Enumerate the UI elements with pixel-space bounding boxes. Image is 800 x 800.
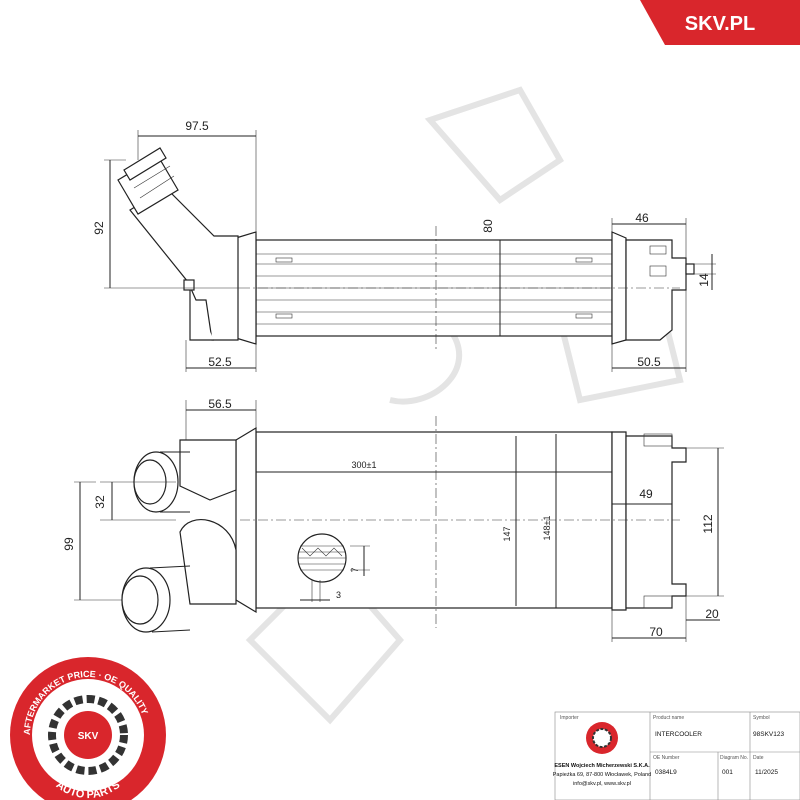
seal-center	[64, 711, 112, 759]
importer-label: Importer	[560, 715, 579, 721]
oe-number-label: OE Number	[653, 755, 680, 761]
dim-inlet-width: 97.5	[185, 119, 209, 133]
product-name-label: Product name	[653, 715, 684, 721]
dim-pin-height: 14	[697, 273, 711, 287]
front-view: 56.5 300±1 32 99 147 148±1 49 112 7 3 70	[62, 397, 724, 642]
dim-port-spacing: 99	[62, 537, 76, 551]
inlet-pipe	[129, 187, 239, 341]
title-block: Importer Product name Symbol INTERCOOLER…	[553, 711, 800, 800]
brand-logo-banner	[640, 0, 800, 45]
dim-mount-offset: 20	[705, 607, 719, 621]
dim-outlet-width: 46	[635, 211, 649, 225]
dim-right-offset: 50.5	[637, 355, 661, 369]
top-view: 97.5 92 80 46 14 52.5 50.5	[92, 119, 716, 372]
company-line3: info@skv.pl, www.skv.pl	[573, 781, 631, 787]
dim-left-offset: 52.5	[208, 355, 232, 369]
brand-logo-text: SKV.PL	[685, 13, 755, 35]
brand-logo: SKV.PL	[640, 0, 800, 45]
seal-center-text: SKV	[78, 731, 99, 742]
quality-seal: AFTERMARKET PRICE · OE QUALITY AUTO PART…	[10, 657, 166, 800]
dim-depth: 70	[649, 625, 663, 639]
dim-core-length: 300±1	[352, 460, 377, 470]
date-value: 11/2025	[755, 769, 778, 776]
right-bracket	[625, 239, 687, 341]
diagram-no-label: Diagram No.	[720, 755, 748, 761]
dim-core-height-front: 147	[502, 526, 512, 541]
dim-bracket-offset: 49	[639, 487, 653, 501]
dim-inlet-offset: 56.5	[208, 397, 232, 411]
dim-fin-pitch-h: 3	[336, 590, 341, 600]
diagram-no: 001	[722, 769, 733, 776]
dim-fin-pitch-v: 7	[350, 567, 360, 572]
dim-core-height: 80	[481, 219, 495, 233]
dim-bracket-height: 112	[701, 514, 715, 533]
date-label: Date	[753, 755, 764, 761]
symbol-label: Symbol	[753, 715, 770, 721]
product-name: INTERCOOLER	[655, 731, 702, 738]
dim-total-height: 148±1	[542, 516, 552, 541]
symbol-value: 98SKV123	[753, 731, 784, 738]
dim-inlet-height: 92	[92, 221, 106, 235]
background-watermark	[245, 86, 684, 725]
dim-upper-port-height: 32	[93, 495, 107, 509]
company-line2: Papieżka 69, 87-800 Włocławek, Poland	[553, 772, 651, 778]
oe-number: 0384L9	[655, 769, 677, 776]
company-line1: ESEN Wojciech Micherzewski S.K.A.	[554, 763, 650, 769]
gear-icon	[48, 695, 128, 775]
